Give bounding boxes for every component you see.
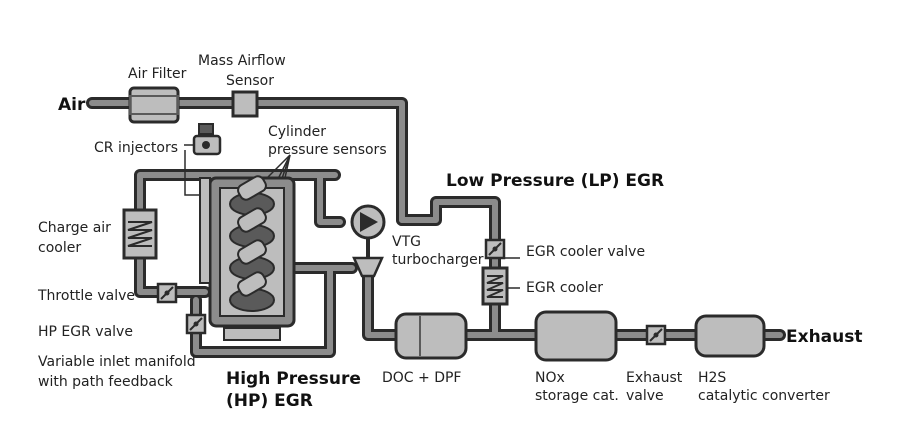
egr-cooler-valve	[484, 238, 506, 260]
nox-label-line1: NOx	[535, 370, 565, 386]
throttle-valve-label: Throttle valve	[37, 288, 135, 304]
h2s-catalytic-converter	[694, 314, 766, 358]
engine-block	[199, 175, 296, 341]
nox-label-line2: storage cat.	[535, 388, 619, 404]
doc-dpf-label: DOC + DPF	[382, 370, 461, 386]
air-filter-label: Air Filter	[128, 66, 187, 82]
nox-storage-catalyst	[534, 310, 618, 362]
egr-cooler-valve-label: EGR cooler valve	[526, 244, 645, 260]
hp-egr-label-line2: (HP) EGR	[226, 391, 313, 411]
hp-egr-valve-label: HP EGR valve	[38, 324, 133, 340]
exhaust-label: Exhaust	[786, 327, 863, 347]
cylinder-sensors-label-line2: pressure sensors	[268, 142, 387, 158]
cr-injector	[192, 123, 222, 156]
egr-cooler-label: EGR cooler	[526, 280, 603, 296]
charge-air-cooler-label-line1: Charge air	[38, 220, 111, 236]
air-label: Air	[58, 95, 86, 115]
charge-air-cooler	[122, 208, 158, 260]
hp-egr-label-line1: High Pressure	[226, 369, 361, 389]
h2s-label-line1: H2S	[698, 370, 726, 386]
maf-label-line1: Mass Airflow	[198, 53, 286, 69]
hp-egr-valve	[185, 313, 207, 335]
mass-airflow-sensor	[231, 90, 259, 118]
exhaust-valve-label-line1: Exhaust	[626, 370, 683, 386]
cylinder-sensors-label-line1: Cylinder	[268, 124, 326, 140]
vtg-label-line1: VTG	[392, 234, 421, 250]
vim-label-line2: with path feedback	[38, 374, 174, 390]
vtg-turbocharger	[350, 204, 386, 278]
cooler-coil-icon	[486, 275, 504, 298]
cr-injectors-label: CR injectors	[94, 140, 178, 156]
exhaust-valve	[645, 324, 667, 346]
charge-air-cooler-label-line2: cooler	[38, 240, 81, 256]
lp-egr-label: Low Pressure (LP) EGR	[446, 171, 664, 191]
vim-label-line1: Variable inlet manifold	[38, 354, 196, 370]
doc-dpf	[394, 312, 468, 360]
throttle-valve	[156, 282, 178, 304]
cooler-coil-icon	[127, 221, 153, 247]
maf-label-line2: Sensor	[226, 73, 274, 89]
egr-cooler	[481, 266, 509, 306]
air-filter	[128, 86, 180, 124]
h2s-label-line2: catalytic converter	[698, 388, 830, 404]
exhaust-valve-label-line2: valve	[626, 388, 664, 404]
cylinder-4	[229, 271, 275, 312]
vtg-label-line2: turbocharger	[392, 252, 484, 268]
